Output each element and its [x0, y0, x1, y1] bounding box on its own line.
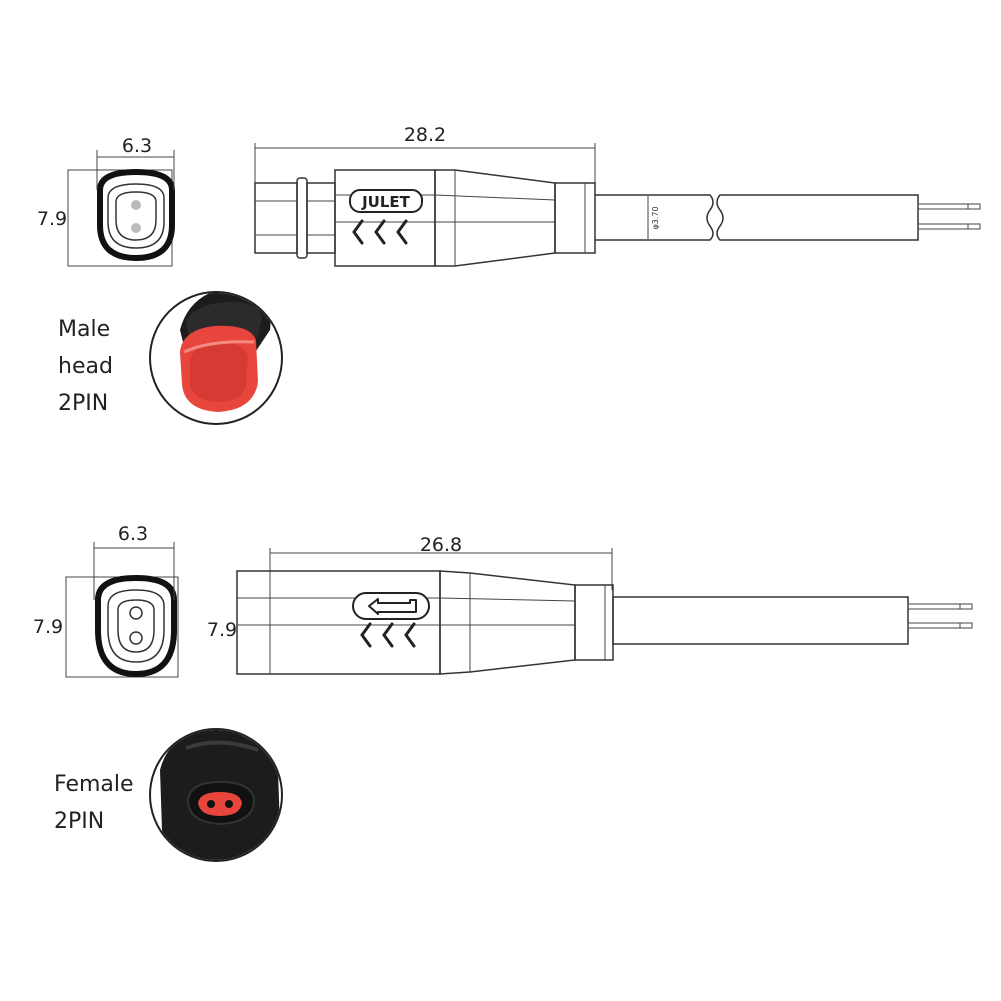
female-length-dim: 26.8	[420, 534, 462, 556]
male-front-pin-housing	[115, 191, 157, 241]
male-photo	[149, 291, 283, 425]
female-width-dim: 6.3	[118, 523, 148, 545]
male-wire-2	[917, 223, 981, 230]
male-front-view: 6.3 7.9	[37, 135, 175, 267]
male-brand-text: JULET	[361, 193, 411, 211]
female-latch-plate	[352, 592, 430, 620]
male-front-shell	[97, 168, 175, 262]
male-neck	[306, 182, 336, 254]
male-height-dim: 7.9	[37, 208, 67, 230]
female-body-height-dim: 7.9	[207, 619, 237, 641]
female-caption: Female 2PIN	[54, 766, 134, 840]
female-caption-line-2: 2PIN	[54, 809, 105, 834]
female-photo-socket-2	[225, 800, 233, 808]
female-chevron-icon	[360, 622, 416, 648]
female-caption-line-1: Female	[54, 772, 134, 797]
male-caption: Male head 2PIN	[58, 311, 113, 422]
female-socket-2	[129, 631, 143, 645]
male-oring	[296, 177, 308, 259]
female-wire-2	[907, 622, 973, 629]
male-chevron-icon	[352, 219, 408, 245]
female-strain-relief	[574, 584, 614, 661]
female-photo	[149, 728, 283, 862]
male-caption-line-3: 2PIN	[58, 391, 109, 416]
male-pin-1	[131, 200, 141, 210]
male-caption-line-2: head	[58, 354, 113, 379]
female-side-view: 26.8 7.9	[207, 534, 973, 675]
male-pin-2	[131, 223, 141, 233]
male-strain-relief	[554, 182, 596, 254]
female-socket-1	[129, 606, 143, 620]
male-cable-dia: φ3.70	[651, 206, 660, 229]
female-tapered-body	[439, 570, 576, 675]
male-caption-line-1: Male	[58, 317, 111, 342]
male-front-inner	[107, 183, 165, 249]
male-cable-right	[716, 194, 919, 241]
male-grip-body	[334, 169, 436, 267]
female-cable	[612, 596, 909, 645]
female-height-dim: 7.9	[33, 616, 63, 638]
male-wire-1	[917, 203, 981, 210]
male-tapered-body	[434, 169, 556, 267]
female-front-view: 6.3 7.9	[33, 523, 179, 678]
male-side-view: 28.2 JULET φ3.70	[254, 124, 981, 267]
male-cable-left	[595, 194, 714, 241]
female-wire-1	[907, 603, 973, 610]
female-red-insert	[198, 792, 242, 816]
male-width-dim: 6.3	[122, 135, 152, 157]
male-tip	[254, 182, 298, 254]
female-front-inner	[107, 589, 165, 663]
male-length-dim: 28.2	[404, 124, 446, 146]
female-photo-socket-1	[207, 800, 215, 808]
female-front-shell	[95, 574, 177, 678]
male-brand-plate	[349, 189, 423, 213]
female-arrow-icon	[368, 598, 417, 615]
female-front-socket-housing	[117, 599, 155, 653]
female-grip-body	[236, 570, 441, 675]
